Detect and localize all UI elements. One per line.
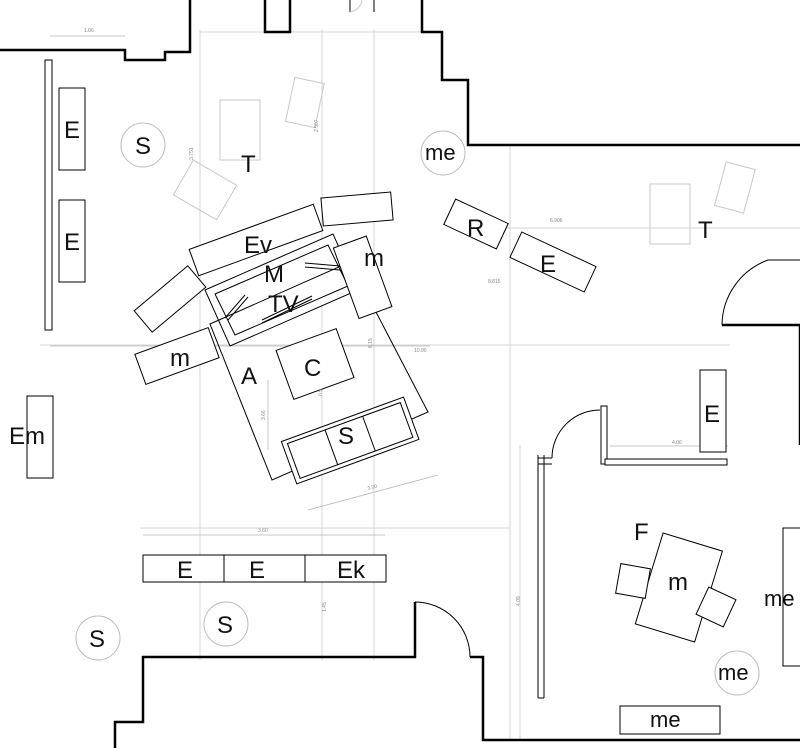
furniture <box>26 87 800 735</box>
label-m-upper: M <box>264 261 284 288</box>
dim-inner-v: 6.15 <box>368 338 374 348</box>
label-s-top-left: S <box>135 133 151 160</box>
label-f: F <box>634 519 649 546</box>
label-t-left: T <box>241 151 256 178</box>
label-e-bottom-2: E <box>249 557 265 584</box>
label-s-sofa: S <box>338 423 354 450</box>
label-c: C <box>304 355 321 382</box>
label-em: Em <box>9 423 45 450</box>
label-tv: TV <box>268 291 299 318</box>
dim-bottom-v2: 4.09 <box>516 596 522 606</box>
label-r: R <box>467 215 484 242</box>
label-e-left-top: E <box>64 117 80 144</box>
label-t-right: T <box>698 217 713 244</box>
dim-upper-v2: 2.507 <box>314 119 320 132</box>
label-ek: Ek <box>337 557 366 584</box>
label-me-top: me <box>425 140 456 165</box>
dimension-texts: 1.06 3.751 2.507 6.906 8.815 10.90 6.15 … <box>84 28 682 612</box>
dim-right-room: 4.06 <box>672 440 682 446</box>
dim-long-horizontal: 10.90 <box>414 348 427 354</box>
label-me-circle-bottom: me <box>718 660 749 685</box>
label-e-right: E <box>704 401 720 428</box>
label-me-right-edge: me <box>764 586 795 611</box>
dim-small-v2: 0.5 <box>318 389 324 396</box>
dim-right-mid: 8.815 <box>488 279 501 285</box>
label-ev: Ev <box>244 232 272 259</box>
label-me-bottom: me <box>650 707 681 732</box>
doors <box>349 0 800 658</box>
dim-right-upper: 6.906 <box>550 218 563 224</box>
label-s-bottom-left: S <box>89 626 105 653</box>
living-area <box>133 191 429 485</box>
label-m-left-sofa: m <box>170 345 190 372</box>
dim-bottom-v1: 1.45 <box>322 602 328 612</box>
circle-symbols <box>75 122 760 696</box>
label-e-left-mid: E <box>64 229 80 256</box>
dim-top-left: 1.06 <box>84 28 94 34</box>
dim-bottom-h: 3.60 <box>258 528 268 534</box>
dim-upper-v1: 3.751 <box>189 147 195 160</box>
dimension-lines <box>50 35 728 536</box>
label-m-table: m <box>668 569 688 596</box>
label-m-right-sofa: m <box>364 245 384 272</box>
room-labels: E E S T me Ev M TV m m A C S R E T Em E … <box>9 117 795 732</box>
dim-small-v1: 3.66 <box>261 410 267 420</box>
label-a: A <box>241 363 257 390</box>
ghost-furniture <box>172 76 756 245</box>
label-s-bottom-mid: S <box>217 612 233 639</box>
label-e-bottom-1: E <box>177 557 193 584</box>
dim-sofa-width: 3.00 <box>367 484 378 492</box>
label-e-angled: E <box>540 251 556 278</box>
